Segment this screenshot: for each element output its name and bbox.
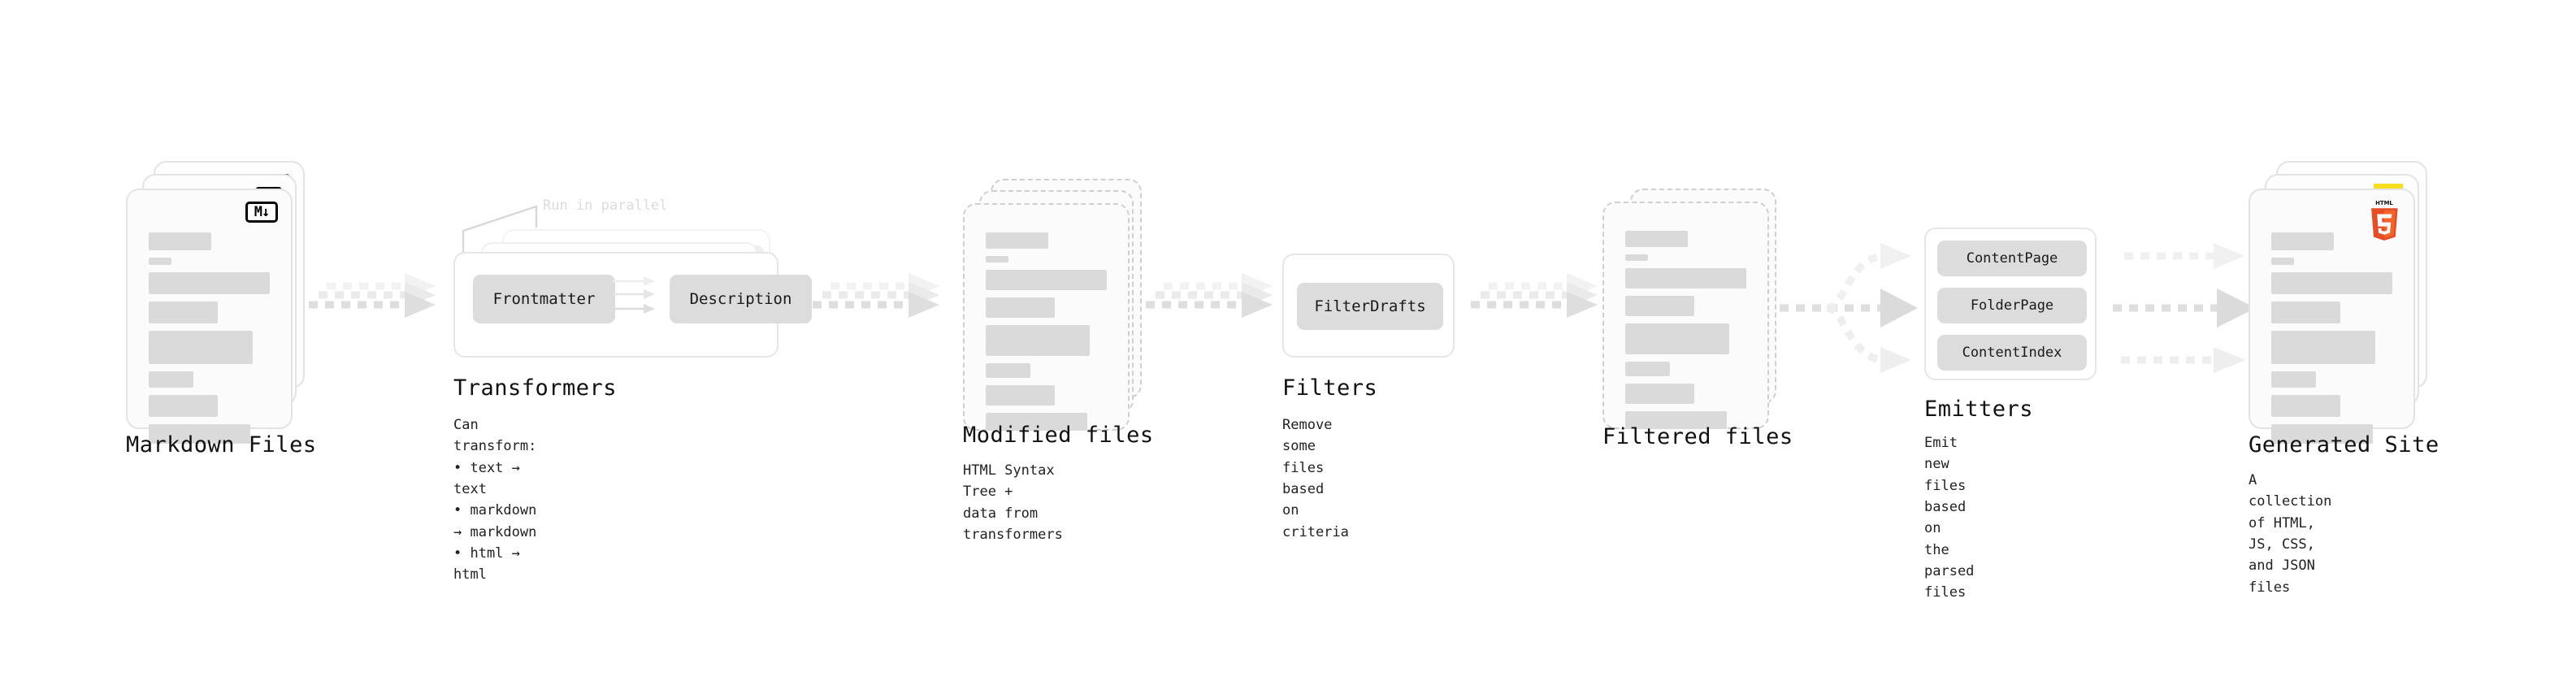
doc-line bbox=[986, 385, 1055, 406]
filtered-card-front bbox=[1602, 202, 1769, 429]
doc-line bbox=[1625, 411, 1728, 429]
connector-filters-to-filtered bbox=[1471, 273, 1598, 318]
stage-title-modified-files: Modified files bbox=[963, 423, 1154, 448]
doc-line bbox=[1625, 296, 1694, 316]
generated-site-stack: CSS HTML bbox=[2249, 161, 2444, 444]
document-content-lines bbox=[1625, 231, 1746, 429]
chip-contentindex[interactable]: ContentIndex bbox=[1937, 335, 2087, 371]
document-content-lines bbox=[2271, 232, 2392, 444]
filtered-file-stack bbox=[1602, 189, 1781, 432]
document-content-lines bbox=[149, 232, 270, 444]
stage-title-markdown-files: Markdown Files bbox=[126, 432, 317, 458]
doc-line bbox=[2271, 232, 2335, 250]
doc-line bbox=[2271, 331, 2376, 364]
doc-line bbox=[986, 363, 1031, 378]
doc-line bbox=[1625, 323, 1730, 354]
doc-line bbox=[2271, 272, 2392, 294]
doc-line bbox=[149, 272, 270, 294]
stage-subtitle-emitters: Emit new files based on the parsed files bbox=[1924, 435, 1975, 601]
doc-line bbox=[2271, 424, 2374, 444]
doc-line bbox=[1625, 384, 1694, 404]
emitters-box: ContentPage FolderPage ContentIndex bbox=[1924, 228, 2097, 380]
doc-line bbox=[149, 301, 218, 323]
stage-title-emitters: Emitters bbox=[1924, 397, 2034, 422]
doc-line bbox=[2271, 371, 2317, 388]
stage-title-filters: Filters bbox=[1282, 375, 1378, 401]
modified-file-stack bbox=[963, 179, 1150, 431]
connector-transformers-to-modified bbox=[813, 273, 939, 318]
doc-line bbox=[149, 424, 251, 444]
doc-line bbox=[149, 371, 194, 388]
stage-subtitle-filters: Remove some files based on criteria bbox=[1282, 417, 1349, 540]
run-in-parallel-label: Run in parallel bbox=[543, 197, 668, 214]
stage-title-filtered-files: Filtered files bbox=[1602, 424, 1793, 449]
document-content-lines bbox=[986, 232, 1107, 431]
doc-line bbox=[986, 270, 1107, 290]
doc-line bbox=[149, 258, 172, 265]
doc-line bbox=[986, 297, 1055, 318]
markdown-icon: M↓ bbox=[245, 202, 278, 223]
chip-folderpage[interactable]: FolderPage bbox=[1937, 288, 2087, 323]
doc-line bbox=[986, 413, 1088, 431]
transformers-box-layer-1: Frontmatter Description bbox=[453, 252, 812, 358]
modified-card-front bbox=[963, 203, 1130, 431]
doc-line bbox=[986, 232, 1049, 249]
doc-line bbox=[1625, 268, 1746, 288]
connector-emitters-to-site bbox=[2113, 243, 2256, 373]
doc-line bbox=[1625, 254, 1649, 261]
generated-card-front: HTML bbox=[2249, 189, 2415, 444]
svg-text:HTML: HTML bbox=[2375, 200, 2393, 206]
html5-icon: HTML bbox=[2371, 200, 2398, 241]
doc-line bbox=[986, 256, 1009, 262]
doc-line bbox=[149, 331, 254, 364]
doc-line bbox=[2271, 395, 2340, 417]
markdown-file-stack: M↓ M↓ M↓ bbox=[126, 161, 313, 444]
connector-modified-to-filters bbox=[1146, 273, 1273, 318]
doc-line bbox=[2271, 301, 2340, 323]
doc-line bbox=[2271, 258, 2295, 265]
doc-line bbox=[1625, 362, 1671, 376]
stage-subtitle-generated-site: A collection of HTML, JS, CSS, and JSON … bbox=[2249, 472, 2332, 596]
stage-subtitle-transformers: Can transform: • text → text • markdown … bbox=[453, 417, 537, 583]
connector-md-to-transformers bbox=[309, 273, 436, 318]
doc-line bbox=[986, 325, 1091, 356]
connector-filtered-to-emitters bbox=[1780, 243, 1918, 373]
stage-subtitle-modified-files: HTML Syntax Tree + data from transformer… bbox=[963, 462, 1063, 544]
chip-contentpage[interactable]: ContentPage bbox=[1937, 241, 2087, 276]
stage-title-generated-site: Generated Site bbox=[2249, 432, 2439, 458]
chip-description[interactable]: Description bbox=[670, 275, 812, 323]
filters-box: FilterDrafts bbox=[1282, 254, 1455, 358]
doc-line bbox=[149, 232, 212, 250]
run-in-parallel-bracket bbox=[462, 205, 538, 267]
chip-frontmatter[interactable]: Frontmatter bbox=[473, 275, 615, 323]
chip-filterdrafts[interactable]: FilterDrafts bbox=[1297, 283, 1443, 330]
markdown-card-front: M↓ bbox=[126, 189, 293, 444]
doc-line bbox=[149, 395, 218, 417]
transformers-inner-arrows bbox=[613, 276, 655, 314]
stage-title-transformers: Transformers bbox=[453, 375, 618, 401]
doc-line bbox=[1625, 231, 1689, 247]
